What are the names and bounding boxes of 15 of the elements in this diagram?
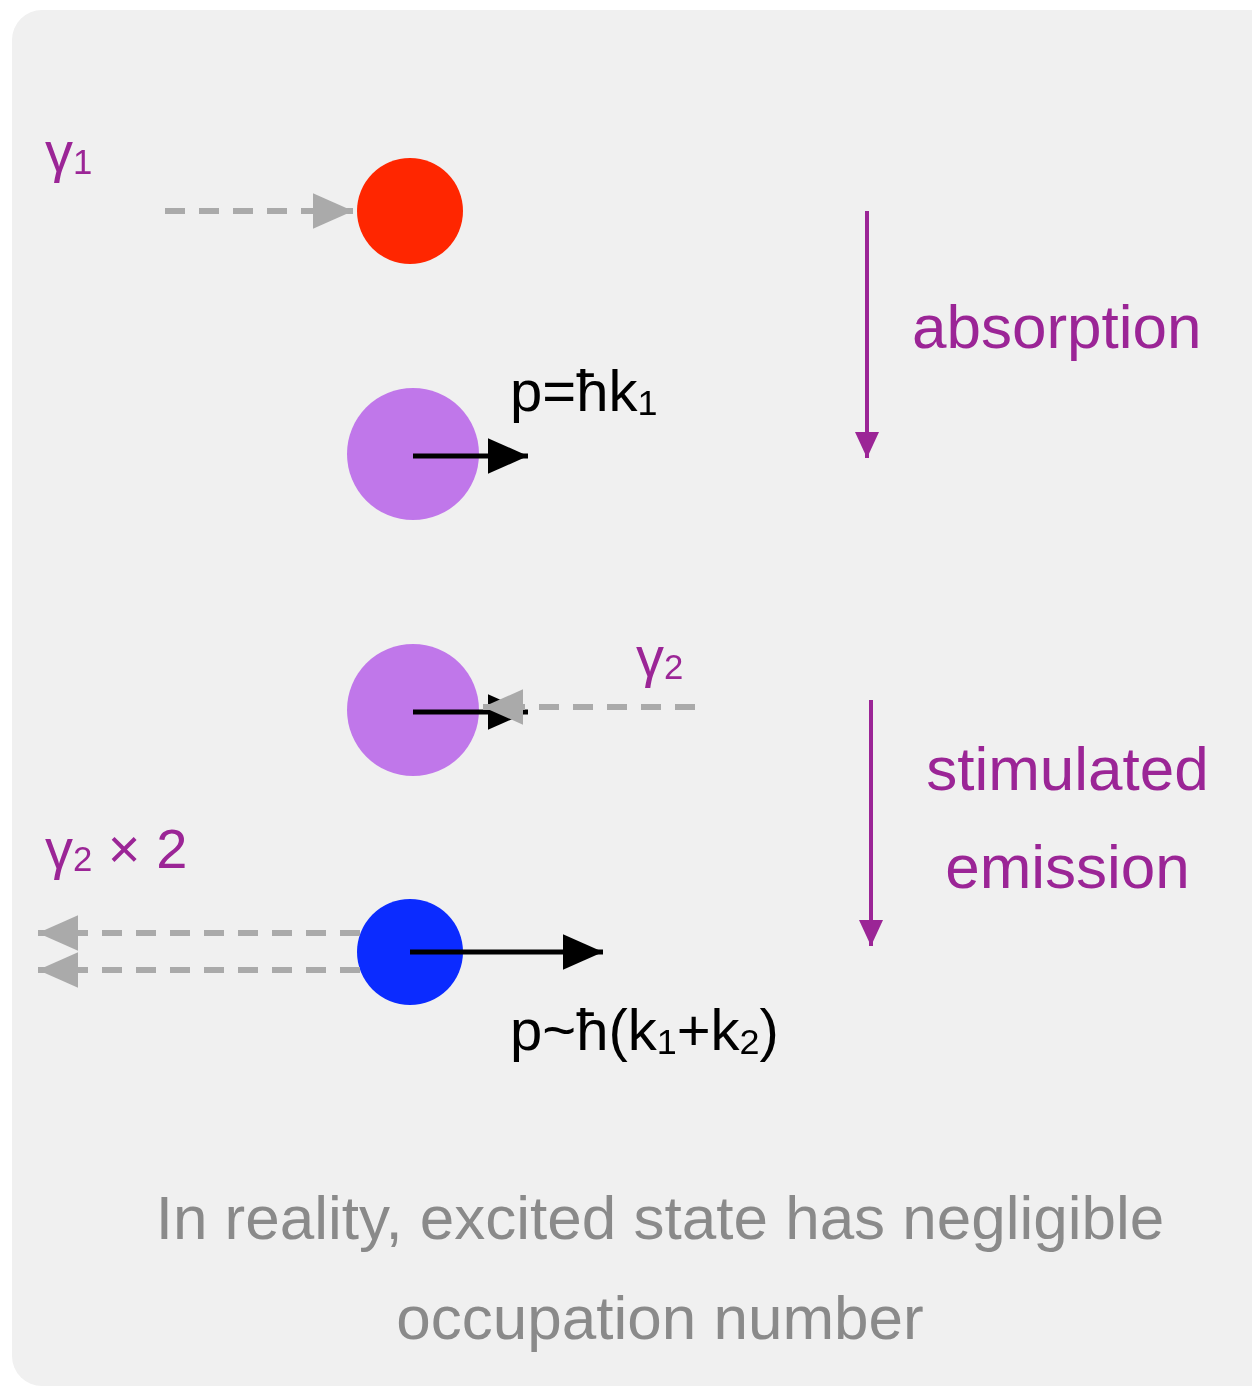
text-label: p~ħ(k$_{1}$+k$_{2}$) bbox=[510, 996, 779, 1064]
text-label: absorption bbox=[912, 291, 1202, 363]
arrow bbox=[410, 934, 603, 970]
text-label: γ$_{1}$ bbox=[45, 119, 93, 185]
arrow bbox=[483, 689, 695, 725]
arrow bbox=[413, 438, 528, 474]
arrow bbox=[413, 694, 528, 730]
caption: In reality, excited state has negligible occupation number bbox=[154, 1182, 1166, 1354]
text-label: γ$_{2}$ × 2 bbox=[45, 816, 188, 882]
arrow bbox=[38, 915, 360, 951]
text-label: stimulated emission bbox=[925, 733, 1210, 903]
text-label: p=ħk$_{1}$ bbox=[510, 357, 658, 425]
text-label: γ$_{2}$ bbox=[636, 624, 684, 690]
arrow bbox=[38, 952, 360, 988]
arrow bbox=[165, 193, 353, 229]
